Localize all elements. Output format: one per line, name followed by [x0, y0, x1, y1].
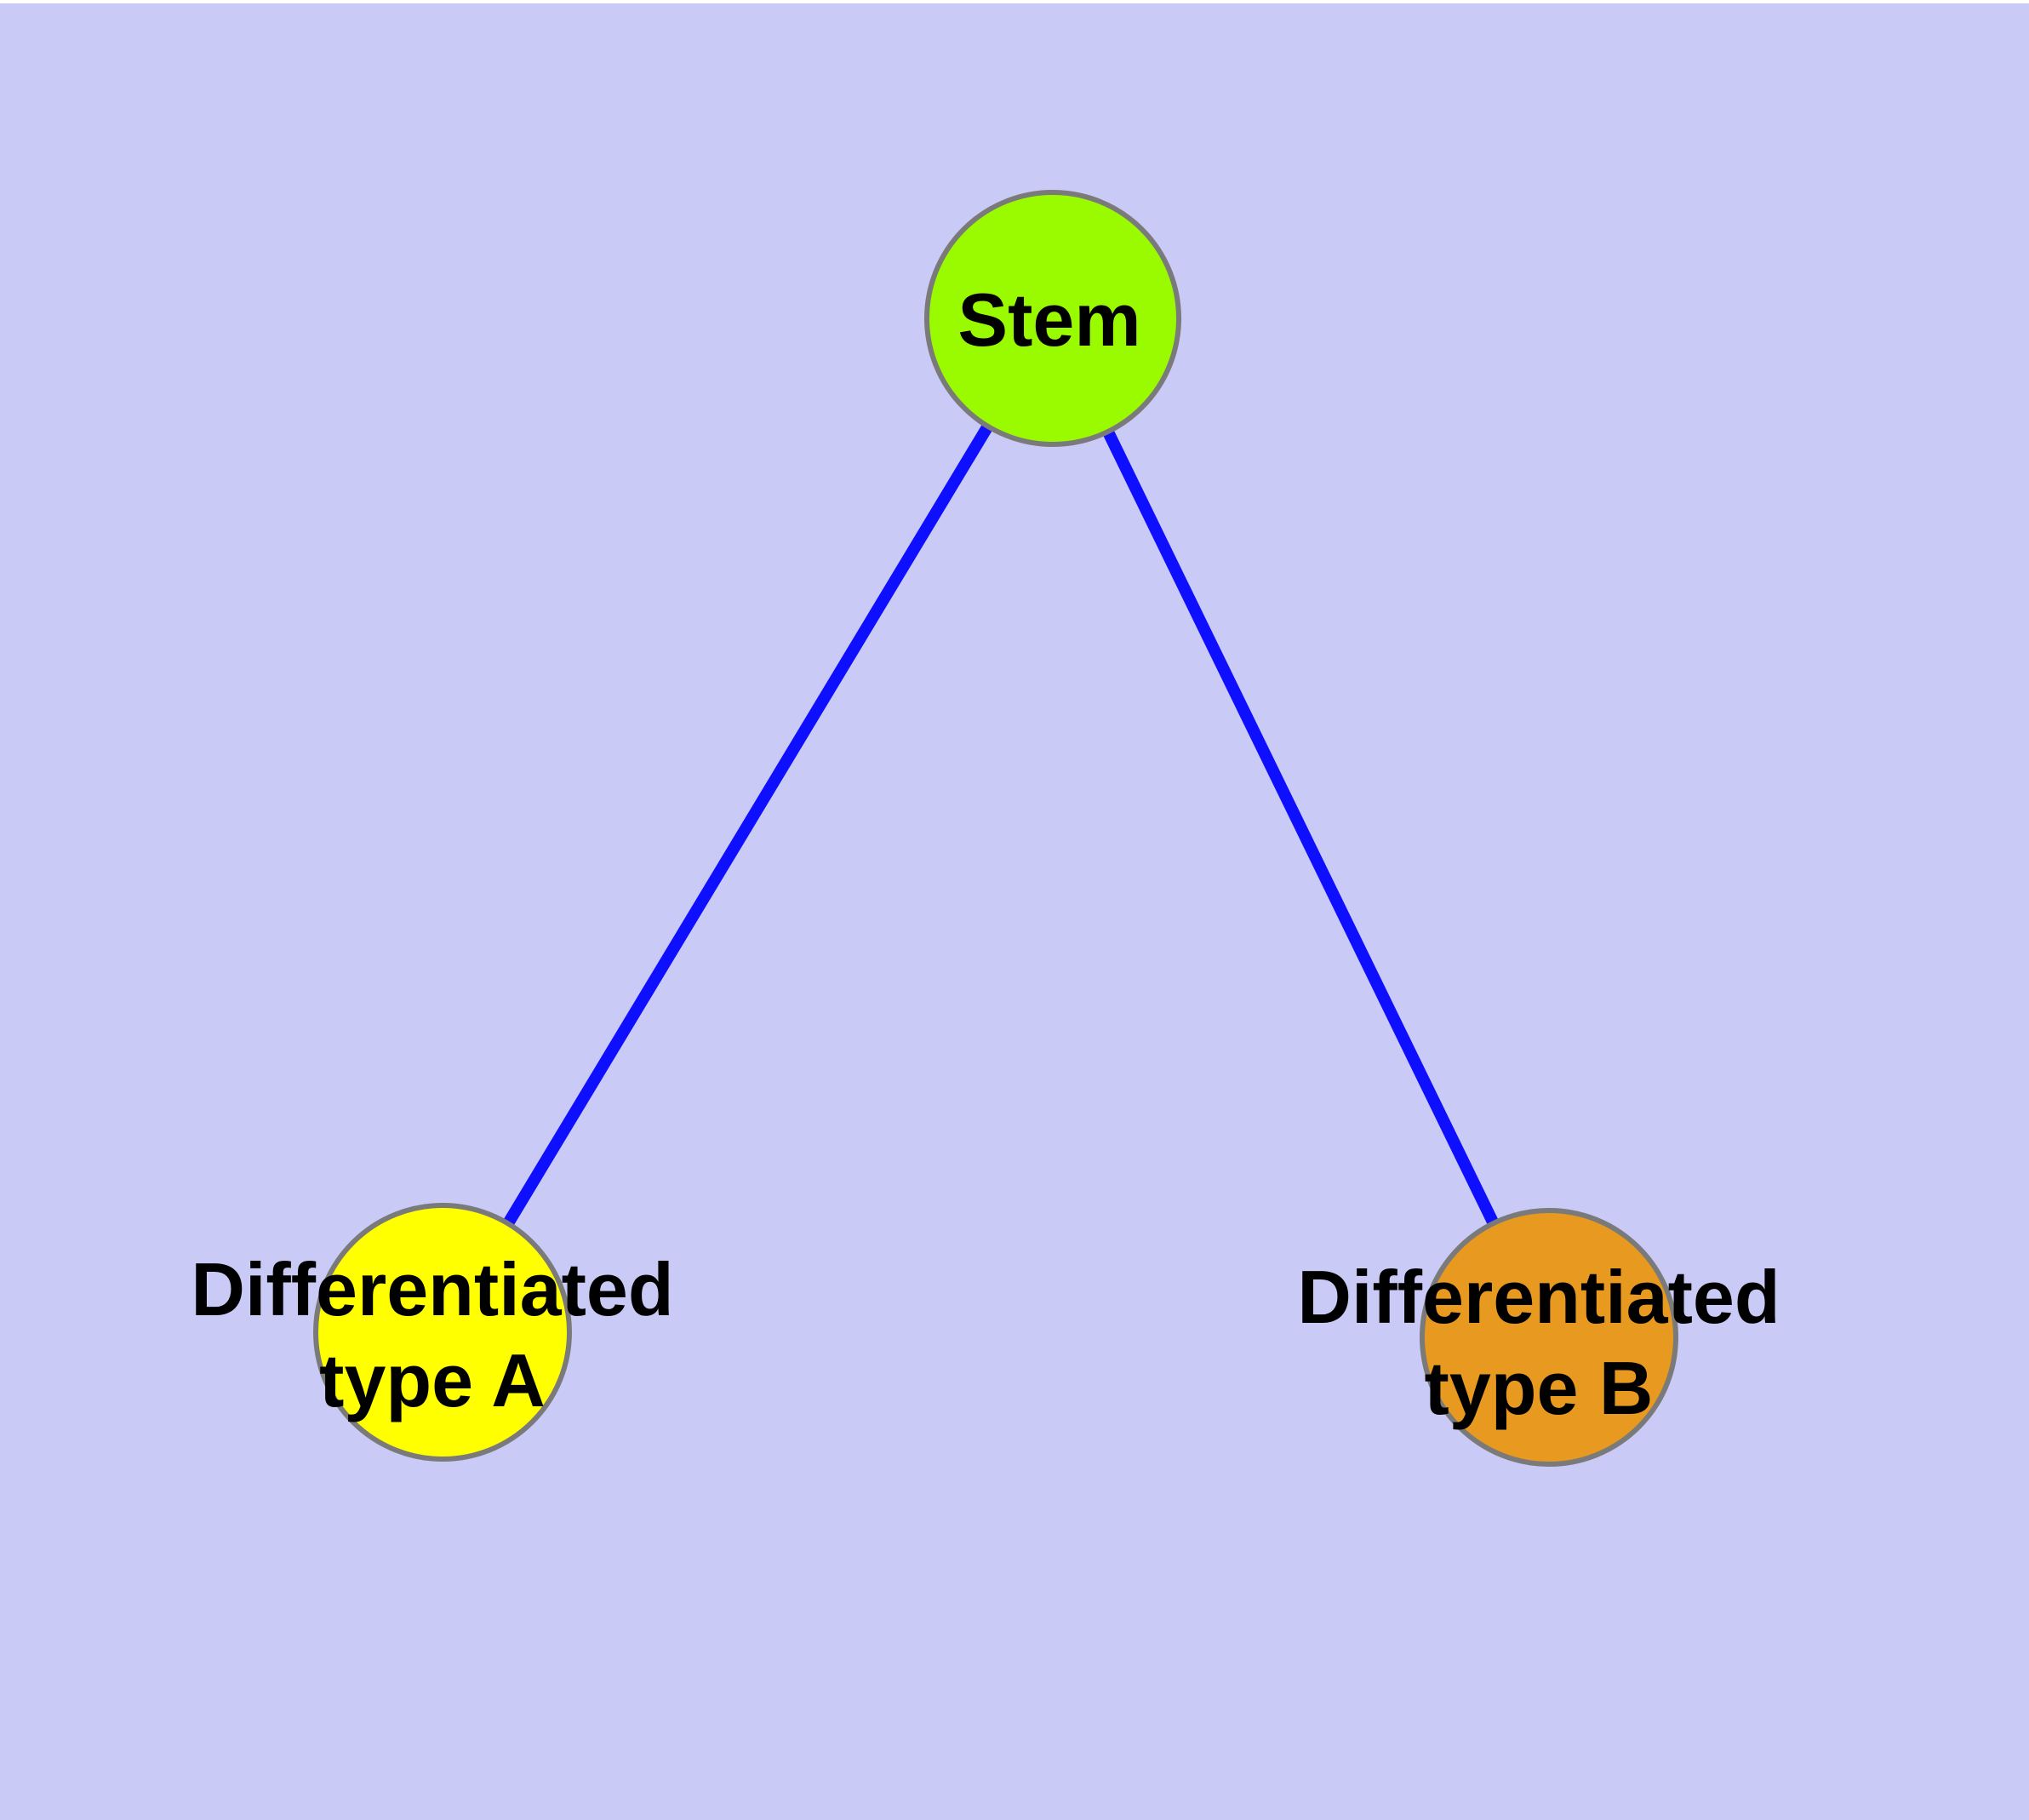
node-differentiated-type-a[interactable]	[313, 1203, 572, 1462]
node-type-a-label-line1: Differentiated	[191, 1247, 674, 1331]
node-type-b-label-line1: Differentiated	[1297, 1255, 1780, 1339]
node-type-b-label-line2: type B	[1424, 1346, 1654, 1430]
node-type-a-label-line2: type A	[319, 1338, 546, 1422]
node-stem[interactable]	[924, 190, 1181, 447]
node-differentiated-type-b[interactable]	[1420, 1208, 1678, 1467]
node-type-b-label: Differentiated type B	[1297, 1251, 1780, 1434]
node-stem-label: Stem	[957, 278, 1141, 362]
edge-stem-to-type-b	[1047, 315, 1555, 1341]
edge-stem-to-type-a	[437, 315, 1058, 1336]
node-type-a-label: Differentiated type A	[191, 1244, 673, 1426]
